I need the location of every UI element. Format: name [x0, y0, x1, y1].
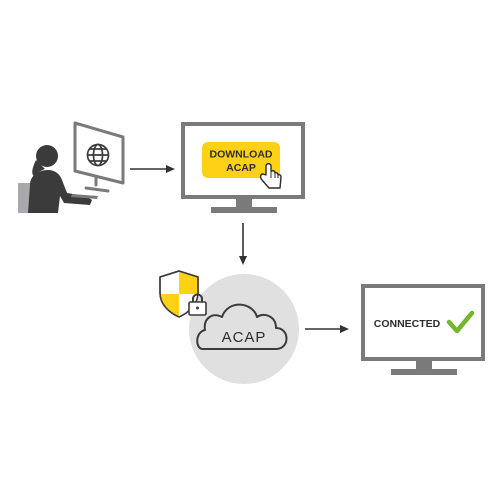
download-acap-button[interactable]: DOWNLOAD ACAP	[202, 142, 280, 178]
cloud-node: ACAP	[189, 274, 299, 384]
connected-status: CONNECTED	[374, 318, 441, 330]
globe-icon	[86, 143, 110, 167]
shield-lock-icon	[159, 270, 207, 318]
arrow-icon	[239, 223, 247, 265]
connected-monitor: CONNECTED	[361, 284, 485, 375]
download-button-line2: ACAP	[226, 162, 256, 174]
download-button-line1: DOWNLOAD	[210, 149, 273, 161]
hand-pointer-icon	[259, 163, 282, 189]
cloud-icon	[196, 303, 288, 350]
person-icon	[28, 145, 92, 213]
user-monitor	[71, 121, 125, 199]
arrow-icon	[130, 165, 175, 173]
cloud-label: ACAP	[222, 329, 267, 346]
user-at-computer	[18, 121, 125, 213]
arrow-icon	[305, 325, 349, 333]
checkmark-icon	[446, 310, 475, 334]
